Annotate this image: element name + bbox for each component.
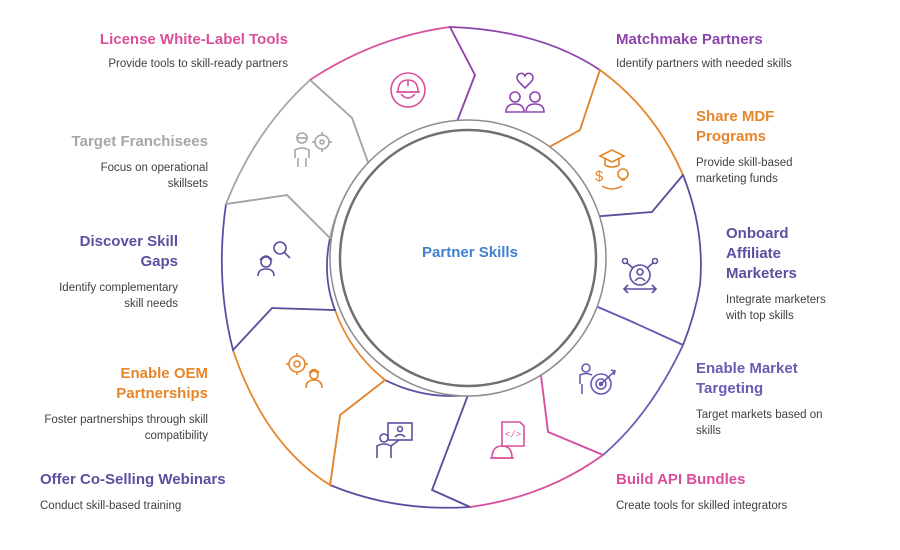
target-person-icon (579, 363, 616, 395)
svg-text:</>: </> (505, 430, 521, 440)
label-title: Enable Market Targeting (696, 360, 798, 397)
label-webinars: Offer Co-Selling Webinars Conduct skill-… (40, 470, 250, 514)
svg-text:$: $ (595, 168, 604, 185)
label-desc: Focus on operational skillsets (100, 162, 208, 190)
label-title: Enable OEM Partnerships (116, 365, 208, 402)
label-api: Build API Bundles Create tools for skill… (616, 470, 826, 514)
label-desc: Integrate marketers with top skills (726, 294, 826, 322)
funding-graduation-icon: $ (595, 149, 629, 190)
label-title: Build API Bundles (616, 471, 746, 488)
label-desc: Provide skill-based marketing funds (696, 157, 793, 185)
center-title: Partner Skills (422, 244, 518, 261)
label-desc: Conduct skill-based training (40, 500, 182, 512)
label-matchmake: Matchmake Partners Identify partners wit… (616, 30, 826, 72)
label-gaps: Discover Skill Gaps Identify complementa… (58, 232, 178, 312)
label-title: License White-Label Tools (99, 31, 288, 48)
label-franchise: Target Franchisees Focus on operational … (58, 132, 208, 192)
label-title: Target Franchisees (71, 133, 208, 150)
label-mdf: Share MDF Programs Provide skill-based m… (696, 107, 816, 187)
label-title: Share MDF Programs (696, 108, 775, 145)
label-desc: Foster partnerships through skill compat… (44, 414, 208, 442)
code-file-helmet-icon: </> (490, 421, 525, 459)
label-desc: Identify partners with needed skills (616, 58, 792, 70)
center-inner-ring (338, 128, 598, 388)
label-title: Onboard Affiliate Marketers (726, 225, 797, 282)
label-title: Offer Co-Selling Webinars (40, 471, 226, 488)
network-person-icon (621, 257, 659, 294)
label-oem: Enable OEM Partnerships Foster partnersh… (40, 364, 208, 444)
worker-helmet-icon (390, 72, 426, 108)
person-target-icon (294, 132, 332, 167)
worker-search-icon (257, 241, 291, 277)
label-desc: Target markets based on skills (696, 409, 823, 437)
label-affiliate: Onboard Affiliate Marketers Integrate ma… (726, 224, 846, 324)
label-desc: Identify complementary skill needs (59, 282, 178, 310)
label-desc: Provide tools to skill-ready partners (108, 58, 288, 70)
label-license: License White-Label Tools Provide tools … (78, 30, 288, 72)
label-targeting: Enable Market Targeting Target markets b… (696, 359, 846, 439)
label-title: Discover Skill Gaps (79, 233, 178, 270)
label-title: Matchmake Partners (616, 31, 763, 48)
gears-worker-icon (286, 353, 323, 389)
partners-heart-icon (505, 72, 545, 113)
webinar-presenter-icon (376, 422, 413, 458)
label-desc: Create tools for skilled integrators (616, 500, 788, 512)
